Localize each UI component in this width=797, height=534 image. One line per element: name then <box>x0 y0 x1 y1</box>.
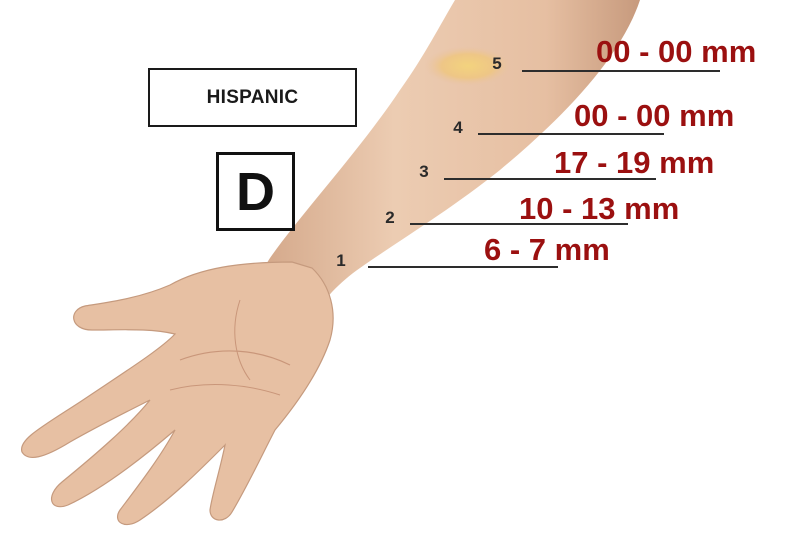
population-label-box: HISPANIC <box>148 68 357 127</box>
point-number-2: 2 <box>385 208 394 228</box>
leader-line-5 <box>522 70 720 72</box>
measurement-3: 17 - 19 mm <box>554 147 714 178</box>
population-label: HISPANIC <box>207 87 299 109</box>
hand-shape <box>22 262 334 525</box>
measurement-5: 00 - 00 mm <box>596 36 756 67</box>
point-number-5: 5 <box>492 54 501 74</box>
leader-line-4 <box>478 133 664 135</box>
point-number-4: 4 <box>453 118 462 138</box>
panel-letter: D <box>236 165 275 219</box>
measurement-2: 10 - 13 mm <box>519 193 679 224</box>
measurement-4: 00 - 00 mm <box>574 100 734 131</box>
point-number-3: 3 <box>419 162 428 182</box>
point-number-1: 1 <box>336 251 345 271</box>
panel-letter-box: D <box>216 152 295 231</box>
measurement-1: 6 - 7 mm <box>484 234 610 265</box>
